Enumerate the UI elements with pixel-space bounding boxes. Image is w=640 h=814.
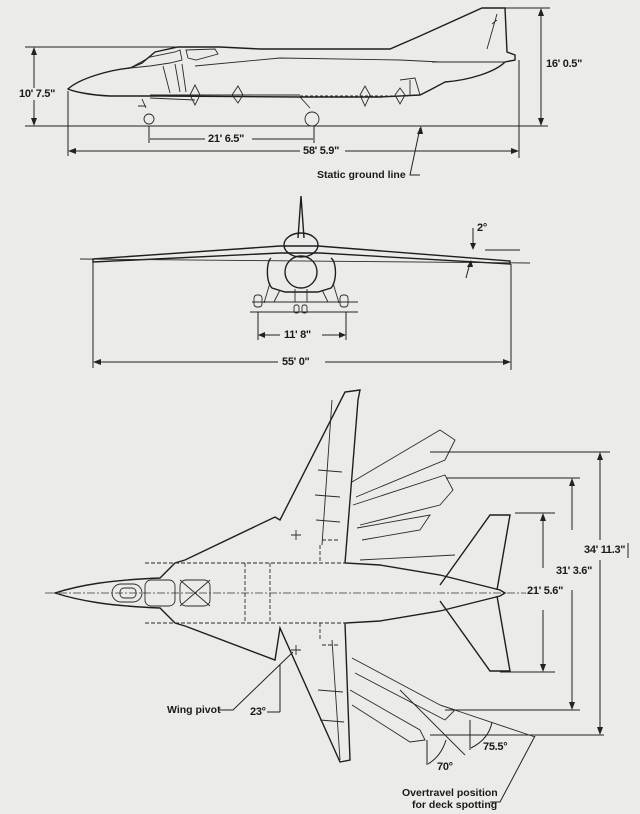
min-sweep-label: 23°: [249, 706, 267, 718]
tailplane-span-label: 21' 5.6": [526, 585, 565, 597]
span-overtravel-label: 34' 11.3": [583, 544, 627, 556]
span-swept-label: 31' 3.6": [555, 565, 594, 577]
span-extended-label: 55' 0": [281, 356, 311, 368]
overtravel-sweep-label: 75.5°: [482, 741, 509, 753]
overtravel-label-line2: for deck spotting: [412, 799, 498, 811]
max-sweep-label: 70°: [436, 761, 454, 773]
plan-view: [45, 389, 629, 803]
static-ground-line-label: Static ground line: [317, 169, 406, 181]
overtravel-label-line1: Overtravel position: [402, 787, 498, 799]
overall-height-label: 16' 0.5": [545, 58, 584, 70]
track-label: 11' 8": [283, 329, 312, 341]
dihedral-label: 2°: [476, 222, 488, 234]
wing-pivot-label: Wing pivot: [167, 704, 221, 716]
side-view: [25, 7, 550, 176]
fuselage-height-label: 10' 7.5": [18, 88, 57, 100]
wheelbase-label: 21' 6.5": [207, 133, 246, 145]
overall-length-label: 58' 5.9": [302, 145, 341, 157]
front-view: [79, 195, 531, 370]
